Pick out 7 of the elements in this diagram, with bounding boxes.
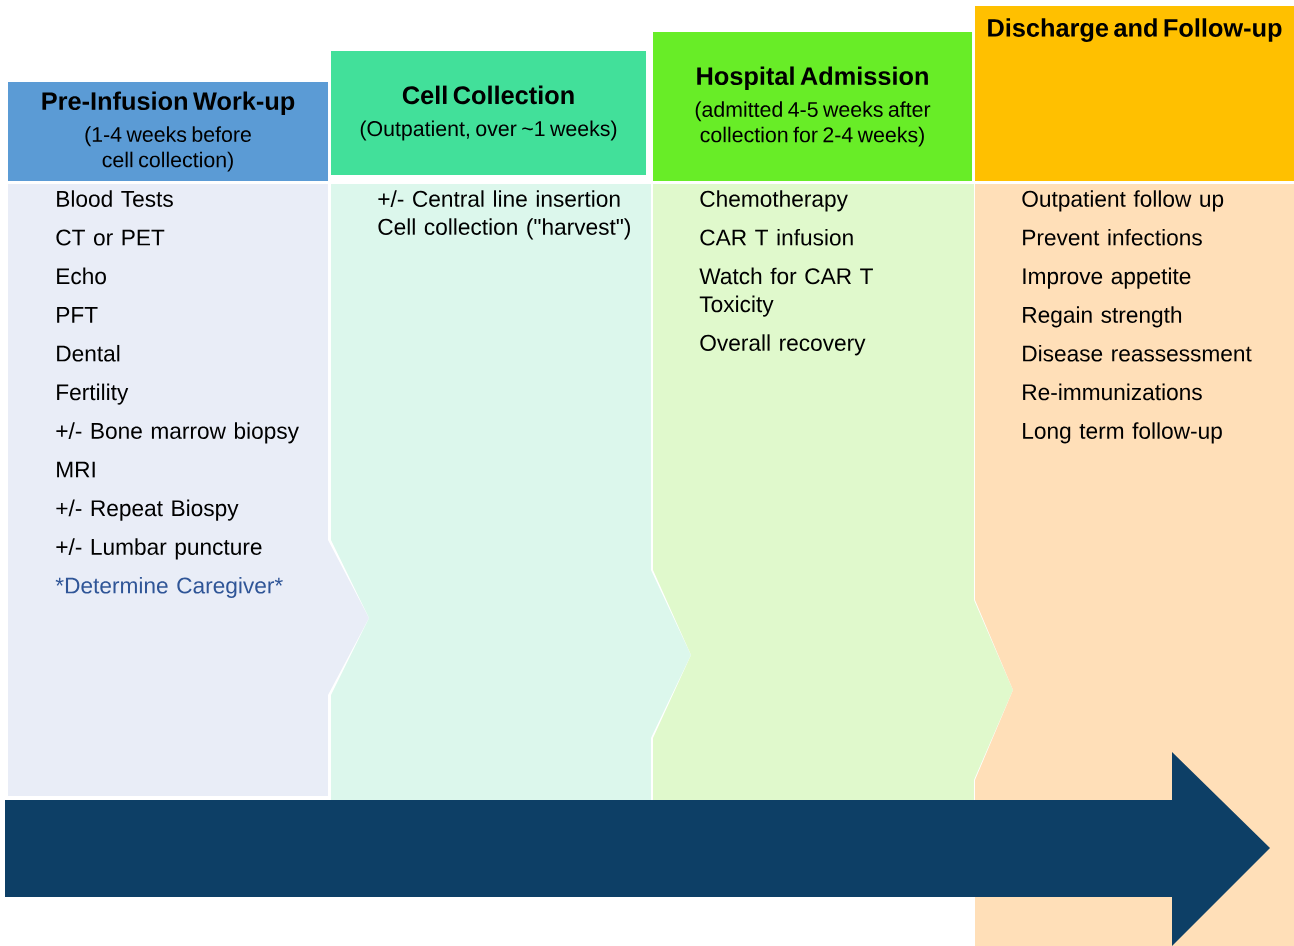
stage-header: Hospital Admission (admitted 4-5 weeks after collection for 2-4 weeks)	[653, 32, 972, 181]
stage-panel: Blood Tests CT or PET Echo PFT Dental Fertility +/- Bone marrow biopsy MRI +/- Repeat Biospy +/- Lumbar puncture *Determine Caregiver*	[8, 184, 369, 796]
stage-header: Cell Collection (Outpatient, over ~1 weeks)	[331, 51, 646, 175]
stage-header: Discharge and Follow-up	[975, 6, 1294, 181]
stage-panel: +/- Central line insertion Cell collection ("harvest")	[331, 184, 691, 800]
stage-panel: Chemotherapy CAR T infusion Watch for CAR T Toxicity Overall recovery	[653, 184, 1013, 800]
stage-header: Pre-Infusion Work-up (1-4 weeks before cell collection)	[8, 82, 328, 181]
